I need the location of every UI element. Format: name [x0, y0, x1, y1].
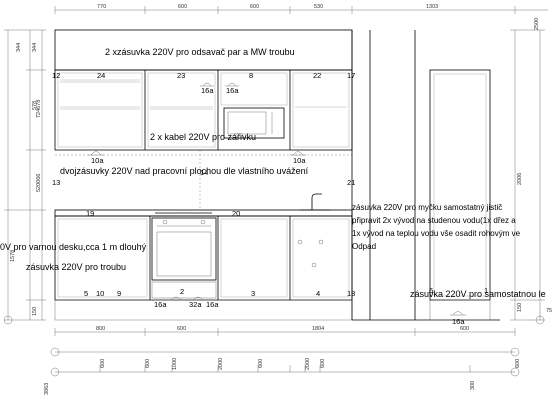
marker-5: 5: [84, 289, 88, 298]
marker-8: 8: [249, 71, 253, 80]
marker-2: 2: [180, 287, 184, 296]
circuit-16a-2: 16a: [226, 86, 239, 95]
note-hob-cable: 0V pro varnou desku,cca 1 m dlouhý: [0, 242, 147, 252]
left-dim-520066: 520066: [36, 174, 42, 192]
marker-6: 6: [429, 286, 433, 295]
note-dishwasher-2: připravit 2x vývod na studenou vodu(1x d…: [352, 216, 516, 225]
top-dim-2: 600: [178, 4, 187, 10]
tall-cabinet: [351, 30, 500, 321]
marker-23: 23: [177, 71, 185, 80]
tick-600d: 600: [320, 359, 326, 368]
left-dim-1578: 1578: [10, 250, 16, 262]
left-dimension-chain: 344 578 724678 520066 1578 150 344: [3, 29, 46, 325]
tick-300: 300: [470, 381, 476, 390]
faucet-icon: [311, 193, 322, 210]
outlet-icon: [200, 82, 214, 87]
note-fridge-outlet: zásuvka 220V pro samostatnou le: [410, 289, 546, 299]
note-cable-light: 2 x kabel 220V pro zářivku: [150, 132, 256, 142]
top-dim-6: 2500: [534, 18, 540, 30]
right-dim-2006: 2006: [517, 173, 523, 185]
tick-2000b: 2000: [305, 358, 311, 370]
outlet-icon: [190, 296, 206, 301]
marker-4: 4: [316, 289, 320, 298]
bottom-dimension-chain: 800 600 1804 600 3863 600 600 1000 2000 …: [44, 326, 521, 395]
circuit-10a-1: 10a: [91, 156, 104, 165]
note-upper-outlet: 2 xzásuvka 220V pro odsavač par a MW tro…: [105, 47, 295, 57]
outlet-icon: [225, 82, 239, 87]
right-dimension-chain: 2006 150 75: [510, 29, 552, 325]
tick-600c: 600: [258, 359, 264, 368]
outlet-symbols: [88, 82, 466, 316]
bottom-dim-1804: 1804: [312, 326, 324, 332]
marker-19: 19: [86, 209, 94, 218]
circuit-32a: 32a: [189, 300, 202, 309]
tick-600a: 600: [100, 359, 106, 368]
marker-22: 22: [313, 71, 321, 80]
position-markers: 12 24 23 8 22 17 13 14 21 19 20 5 10 9 2…: [52, 71, 488, 298]
marker-10: 10: [96, 289, 104, 298]
tick-2000a: 2000: [218, 358, 224, 370]
right-dim-150: 150: [517, 303, 523, 312]
top-dimension-chain: 770 600 600 530 1303 2500: [54, 4, 548, 30]
tick-1000: 1000: [172, 358, 178, 370]
circuit-10a-2: 10a: [293, 156, 306, 165]
left-dim-344b: 344: [16, 43, 22, 52]
left-dim-150a: 150: [32, 307, 38, 316]
water-outlet-icon: [297, 239, 303, 245]
water-outlet-icon: [318, 239, 324, 245]
left-dim-724678: 724678: [36, 100, 42, 118]
marker-3: 3: [251, 289, 255, 298]
tick-600e: 600: [515, 359, 521, 368]
bottom-dim-800: 800: [96, 326, 105, 332]
left-dim-578: 578: [32, 101, 38, 110]
oven-unit: [151, 217, 217, 281]
marker-24: 24: [97, 71, 105, 80]
note-oven-outlet: zásuvka 220V pro troubu: [26, 262, 126, 272]
top-dim-1: 770: [97, 4, 106, 10]
marker-18: 18: [347, 289, 355, 298]
note-dishwasher-4: Odpad: [352, 242, 376, 251]
annotations: 2 xzásuvka 220V pro odsavač par a MW tro…: [0, 47, 546, 299]
tick-600b: 600: [145, 359, 151, 368]
marker-17: 17: [347, 71, 355, 80]
circuit-16a-1: 16a: [201, 86, 214, 95]
note-double-outlets: dvojzásuvky 220V nad pracovní plochou dl…: [60, 166, 309, 176]
outlet-icon: [168, 296, 184, 301]
drain-icon: [311, 262, 317, 268]
outlet-icon: [88, 151, 104, 156]
note-dishwasher-1: zásuvka 220V pro myčku samostatný jistič: [352, 203, 502, 212]
top-dim-3: 600: [250, 4, 259, 10]
left-dim-344: 344: [32, 43, 38, 52]
outlet-icon: [290, 151, 306, 156]
marker-12: 12: [52, 71, 60, 80]
marker-9: 9: [117, 289, 121, 298]
circuit-labels: 16a 16a 10a 10a 16a 32a 16a 16a: [91, 86, 465, 326]
right-dim-75: 75: [546, 308, 552, 314]
bottom-dim-600b: 600: [460, 326, 469, 332]
microwave-unit: [223, 107, 285, 139]
top-dim-4: 530: [314, 4, 323, 10]
circuit-16a-3: 16a: [154, 300, 167, 309]
marker-20: 20: [232, 209, 240, 218]
outlet-icon: [450, 311, 466, 316]
marker-14: 14: [200, 168, 208, 177]
bottom-dim-600: 600: [177, 326, 186, 332]
marker-21: 21: [347, 178, 355, 187]
marker-13: 13: [52, 178, 60, 187]
marker-1: 1: [484, 286, 488, 295]
circuit-16a-5: 16a: [452, 317, 465, 326]
top-dim-5: 1303: [426, 4, 438, 10]
tick-3863: 3863: [44, 383, 50, 395]
circuit-16a-4: 16a: [206, 300, 219, 309]
note-dishwasher-3: 1x vývod na teplou vodu vše osadit rohov…: [352, 229, 521, 238]
base-cabinets: [54, 193, 353, 321]
